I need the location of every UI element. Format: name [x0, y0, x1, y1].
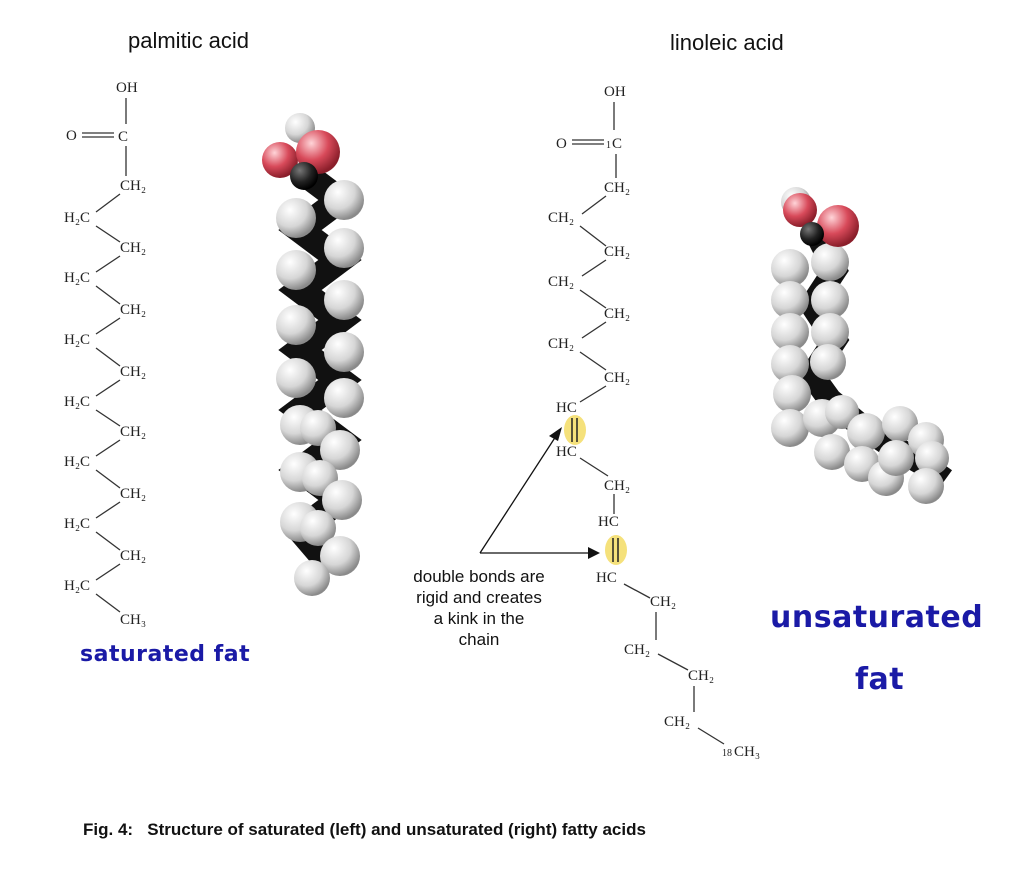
lin-chain-label-9: CH₂	[650, 594, 676, 610]
carbon-number-1: 1	[606, 140, 611, 151]
double-bond-1	[564, 415, 586, 445]
alkene-ch-label-1: HC	[556, 400, 577, 416]
oxygen-atoms-2	[781, 187, 859, 247]
caption-text: Structure of saturated (left) and unsatu…	[147, 820, 646, 839]
chain-label-8: H₂C	[64, 394, 90, 410]
lin-chain-label-4: CH₂	[548, 274, 574, 290]
carbonyl-oxygen-label-2: O	[556, 136, 567, 152]
double-bond-2	[605, 535, 627, 565]
palmitic-acid-space-filling-model	[262, 113, 364, 596]
hydrogen-atoms-2	[771, 243, 949, 504]
chain-label-11: CH₂	[120, 486, 146, 502]
caption-prefix: Fig. 4:	[83, 820, 134, 839]
carboxyl-carbon-label: C	[118, 129, 128, 145]
figure-caption: Fig. 4: Structure of saturated (left) an…	[83, 820, 646, 840]
double-bond-annotation: double bonds are rigid and creates a kin…	[384, 566, 574, 650]
lin-chain-label-1: CH₂	[604, 180, 630, 196]
chain-label-13: CH₂	[120, 548, 146, 564]
annotation-arrows	[479, 427, 600, 559]
chain-label-2: H₂C	[64, 210, 90, 226]
carbon-number-18: 18	[722, 748, 732, 759]
chain-label-1: CH₂	[120, 178, 146, 194]
chain-label-10: H₂C	[64, 454, 90, 470]
alkene-ch-label-3: HC	[598, 514, 619, 530]
annotation-line-3: a kink in the	[433, 609, 525, 628]
carboxyl-carbon-label-2: C	[612, 136, 622, 152]
chain-label-6: H₂C	[64, 332, 90, 348]
lin-chain-label-12: CH₂	[664, 714, 690, 730]
alkene-ch-label-4: HC	[596, 570, 617, 586]
alkene-ch-label-2: HC	[556, 444, 577, 460]
oxygen-atoms	[262, 113, 340, 190]
chain-label-7: CH₂	[120, 364, 146, 380]
palmitic-acid-structure: OH O C CH₂ H₂C CH₂ H₂C CH₂ H₂C CH₂ H₂C C…	[64, 80, 146, 628]
chain-label-5: CH₂	[120, 302, 146, 318]
hydrogen-atoms	[276, 180, 364, 596]
carbonyl-oxygen-label: O	[66, 128, 77, 144]
terminal-methyl-label-2: CH₃	[734, 744, 760, 760]
annotation-line-2: rigid and creates	[416, 588, 542, 607]
lin-chain-label-6: CH₂	[548, 336, 574, 352]
linoleic-acid-title: linoleic acid	[670, 30, 784, 55]
hydroxyl-label-2: OH	[604, 84, 626, 100]
lin-chain-label-5: CH₂	[604, 306, 630, 322]
saturated-fat-label: saturated fat	[80, 642, 251, 667]
lin-chain-label-2: CH₂	[548, 210, 574, 226]
annotation-line-4: chain	[458, 630, 500, 649]
terminal-methyl-label: CH₃	[120, 612, 146, 628]
palmitic-acid-title: palmitic acid	[128, 28, 250, 53]
chain-label-12: H₂C	[64, 516, 90, 532]
lin-chain-label-7: CH₂	[604, 370, 630, 386]
linoleic-acid-space-filling-model	[771, 187, 953, 504]
lin-chain-label-10: CH₂	[624, 642, 650, 658]
lin-chain-label-8: CH₂	[604, 478, 630, 494]
unsaturated-label-line1: unsaturated	[770, 600, 984, 635]
lin-chain-label-11: CH₂	[688, 668, 714, 684]
hydroxyl-label: OH	[116, 80, 138, 96]
lin-chain-label-3: CH₂	[604, 244, 630, 260]
annotation-line-1: double bonds are	[413, 567, 545, 586]
chain-label-3: CH₂	[120, 240, 146, 256]
chain-label-4: H₂C	[64, 270, 90, 286]
chain-label-9: CH₂	[120, 424, 146, 440]
linoleic-acid-structure: OH O 1 C CH₂ CH₂ CH₂ CH₂ CH₂ CH₂ CH₂ HC …	[548, 84, 760, 760]
chain-label-14: H₂C	[64, 578, 90, 594]
unsaturated-label-line2: fat	[855, 662, 905, 697]
